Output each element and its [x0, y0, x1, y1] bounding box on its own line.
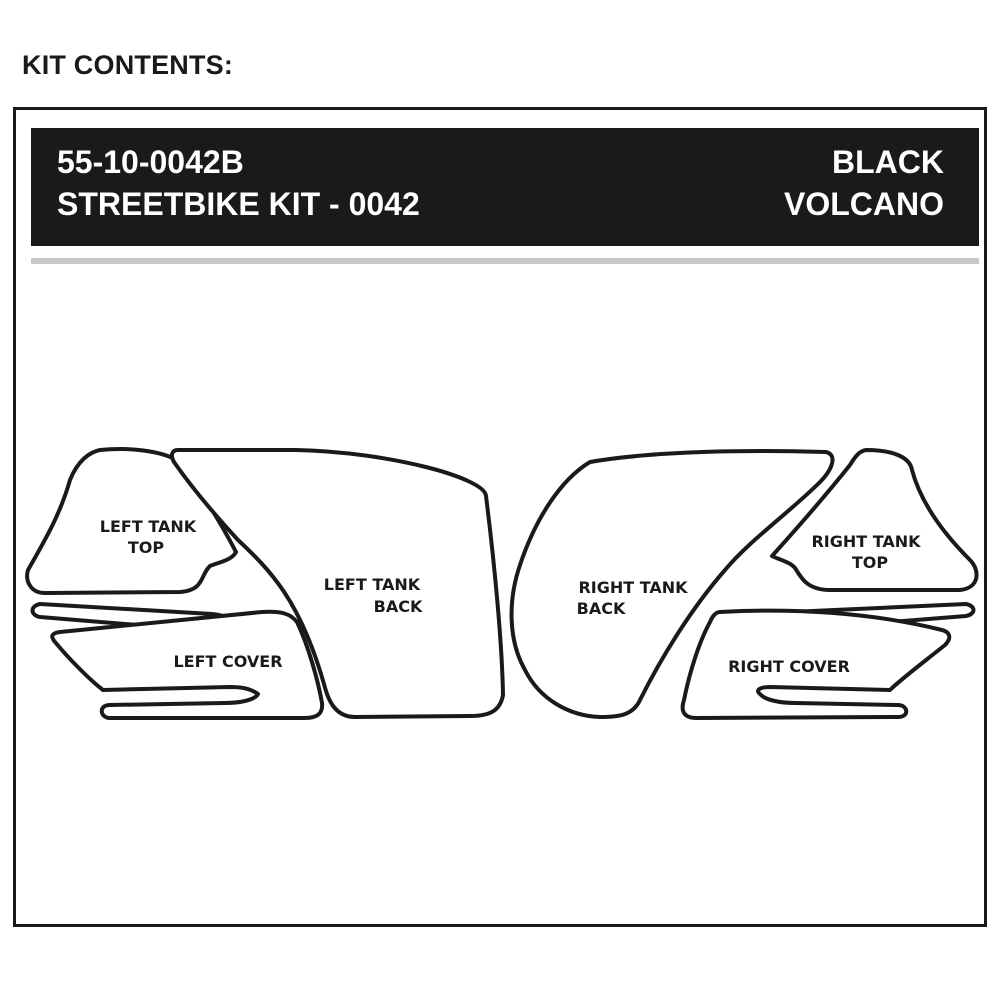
- piece-right-cover: RIGHT COVER: [680, 608, 952, 720]
- kit-name: STREETBIKE KIT - 0042: [57, 186, 420, 222]
- label-left-tank-back-line-1: LEFT TANK: [324, 575, 421, 594]
- label-right-tank-back-line-1: RIGHT TANK: [578, 578, 688, 597]
- label-left-tank-top-line-2: TOP: [128, 538, 165, 557]
- label-left-tank-top-line-1: LEFT TANK: [100, 517, 197, 536]
- label-right-tank-back-line-2: BACK: [577, 599, 626, 618]
- piece-right-tank-back: RIGHT TANK BACK: [509, 449, 835, 719]
- kit-variant: VOLCANO: [784, 186, 944, 222]
- label-left-tank-back-line-2: BACK: [374, 597, 423, 616]
- label-left-cover: LEFT COVER: [173, 652, 282, 671]
- piece-left-cover: LEFT COVER: [50, 609, 325, 720]
- kit-color: BLACK: [832, 144, 944, 180]
- part-number: 55-10-0042B: [57, 144, 244, 180]
- label-right-tank-top-line-1: RIGHT TANK: [811, 532, 921, 551]
- kit-contents-heading: KIT CONTENTS:: [22, 50, 234, 80]
- kit-banner: 55-10-0042B STREETBIKE KIT - 0042 BLACK …: [31, 128, 979, 246]
- piece-left-tank-back: LEFT TANK BACK: [169, 448, 505, 719]
- banner-divider: [31, 258, 979, 264]
- label-right-tank-top-line-2: TOP: [852, 553, 889, 572]
- label-right-cover: RIGHT COVER: [728, 657, 850, 676]
- piece-right-tank-top: RIGHT TANK TOP: [770, 448, 979, 592]
